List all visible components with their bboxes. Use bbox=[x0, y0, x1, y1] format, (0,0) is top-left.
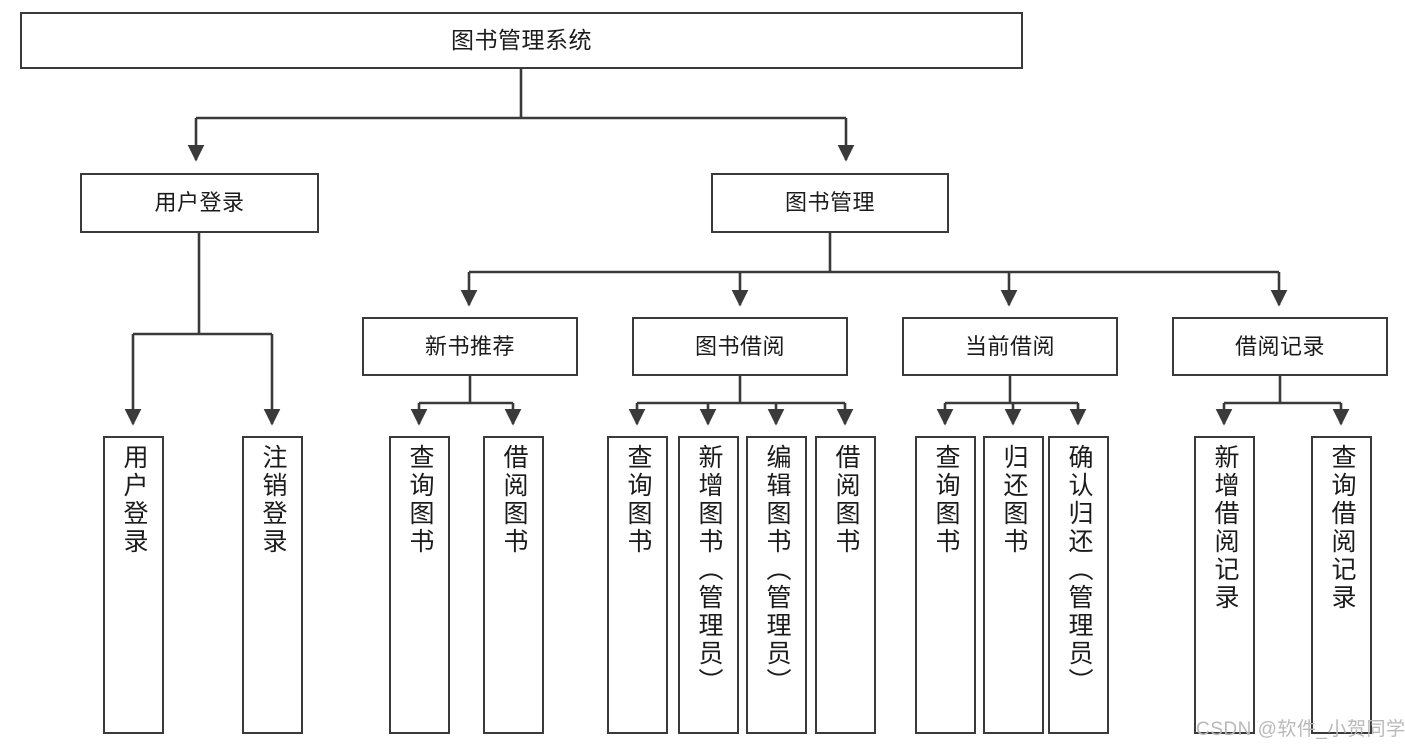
node-new-book-recommend[interactable]: 新书推荐 bbox=[362, 317, 578, 376]
node-leaf-borrow-book-2[interactable]: 借阅图书 bbox=[815, 436, 876, 734]
node-label: 图书管理 bbox=[784, 190, 875, 216]
node-leaf-return-book[interactable]: 归还图书 bbox=[983, 436, 1044, 734]
node-leaf-query-record[interactable]: 查询借阅记录 bbox=[1311, 436, 1372, 734]
node-leaf-add-record[interactable]: 新增借阅记录 bbox=[1194, 436, 1255, 734]
node-leaf-logout-login[interactable]: 注销登录 bbox=[242, 436, 303, 734]
node-label: 用户登录 bbox=[154, 190, 245, 216]
node-user-login[interactable]: 用户登录 bbox=[80, 173, 319, 233]
node-book-management[interactable]: 图书管理 bbox=[711, 173, 949, 233]
node-current-borrow[interactable]: 当前借阅 bbox=[902, 317, 1118, 376]
node-label: 查询图书 bbox=[624, 444, 652, 556]
node-label: 新书推荐 bbox=[424, 333, 515, 359]
node-label: 新增图书（管理员） bbox=[695, 444, 723, 696]
node-leaf-query-book-1[interactable]: 查询图书 bbox=[389, 436, 450, 734]
node-label: 借阅图书 bbox=[500, 444, 528, 556]
node-borrow-record[interactable]: 借阅记录 bbox=[1172, 317, 1388, 376]
node-label: 当前借阅 bbox=[964, 333, 1055, 359]
node-label: 图书借阅 bbox=[694, 333, 785, 359]
node-leaf-confirm-return[interactable]: 确认归还（管理员） bbox=[1048, 436, 1109, 734]
node-leaf-borrow-book-1[interactable]: 借阅图书 bbox=[483, 436, 544, 734]
csdn-watermark: CSDN @软件_小贺同学 bbox=[1196, 719, 1405, 740]
node-label: 编辑图书（管理员） bbox=[763, 444, 791, 696]
node-label: 归还图书 bbox=[1000, 444, 1028, 556]
node-label: 查询图书 bbox=[406, 444, 434, 556]
node-leaf-add-book[interactable]: 新增图书（管理员） bbox=[678, 436, 739, 734]
node-book-borrow[interactable]: 图书借阅 bbox=[632, 317, 848, 376]
node-label: 借阅图书 bbox=[832, 444, 860, 556]
node-root-system[interactable]: 图书管理系统 bbox=[20, 12, 1023, 69]
node-label: 借阅记录 bbox=[1234, 333, 1325, 359]
node-leaf-query-book-2[interactable]: 查询图书 bbox=[607, 436, 668, 734]
node-label: 用户登录 bbox=[120, 444, 148, 556]
node-label: 查询借阅记录 bbox=[1328, 444, 1356, 612]
node-leaf-edit-book[interactable]: 编辑图书（管理员） bbox=[746, 436, 807, 734]
node-leaf-query-book-3[interactable]: 查询图书 bbox=[915, 436, 976, 734]
node-label: 注销登录 bbox=[259, 444, 287, 556]
node-label: 图书管理系统 bbox=[451, 27, 592, 54]
node-label: 新增借阅记录 bbox=[1211, 444, 1239, 612]
node-label: 查询图书 bbox=[932, 444, 960, 556]
node-leaf-user-login[interactable]: 用户登录 bbox=[103, 436, 164, 734]
node-label: 确认归还（管理员） bbox=[1065, 444, 1093, 696]
